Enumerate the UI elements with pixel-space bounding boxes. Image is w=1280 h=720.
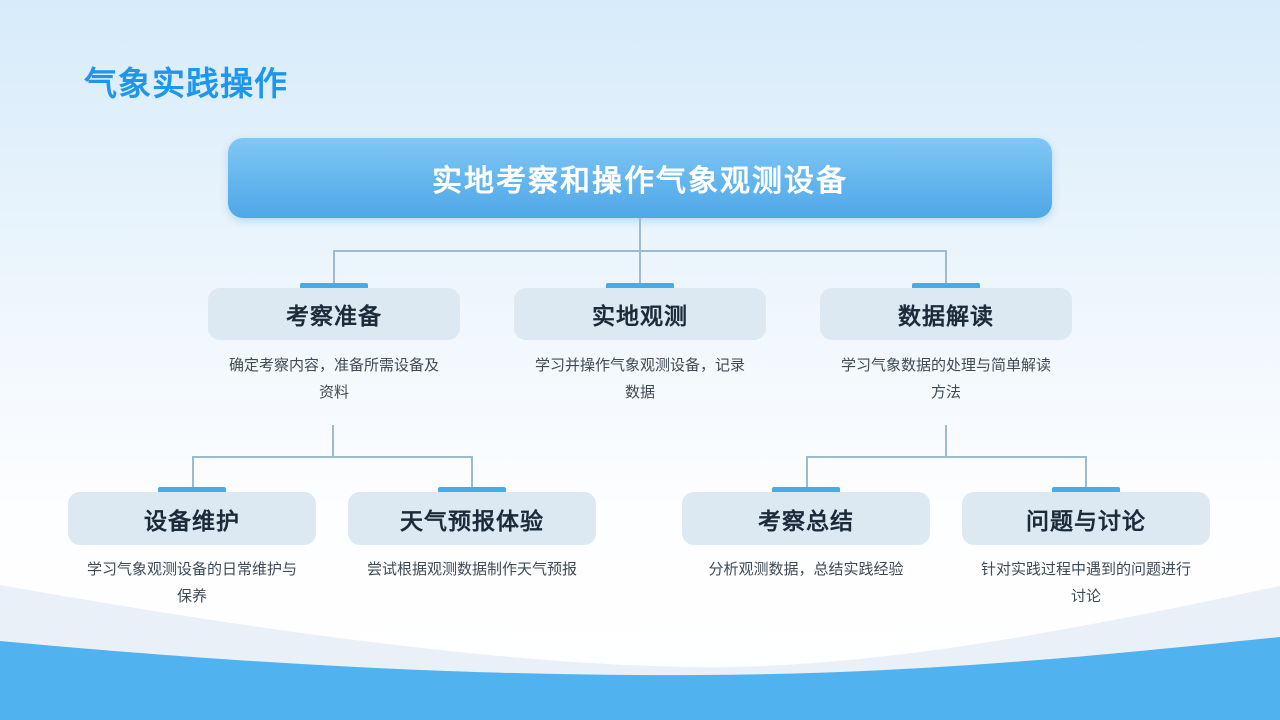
root-node-label: 实地考察和操作气象观测设备	[432, 165, 848, 198]
node-desc-questions-discussion: 针对实践过程中遇到的问题进行讨论	[980, 561, 1191, 605]
connector-survey-prep-stem	[332, 425, 334, 457]
connector-data-interpretation-stem	[945, 425, 947, 457]
connector-drop-weather-forecast	[471, 456, 473, 488]
node-desc-weather-forecast: 尝试根据观测数据制作天气预报	[366, 561, 577, 578]
node-equipment-maintenance: 设备维护	[68, 492, 316, 545]
connector-drop-field-observation	[639, 250, 641, 284]
connector-root-stem	[639, 218, 641, 251]
node-desc-equipment-maintenance: 学习气象观测设备的日常维护与保养	[86, 561, 297, 605]
node-survey-summary: 考察总结	[682, 492, 930, 545]
connector-drop-survey-summary	[806, 456, 808, 488]
node-field-observation: 实地观测	[514, 288, 766, 340]
node-questions-discussion: 问题与讨论	[962, 492, 1210, 545]
connector-right-rail	[806, 456, 1087, 458]
node-desc-field-observation: 学习并操作气象观测设备，记录数据	[534, 357, 745, 401]
bottom-wave-decoration	[0, 585, 1280, 720]
root-node: 实地考察和操作气象观测设备	[228, 138, 1052, 218]
node-desc-survey-prep: 确定考察内容，准备所需设备及资料	[228, 357, 439, 401]
connector-left-rail	[192, 456, 473, 458]
node-desc-data-interpretation: 学习气象数据的处理与简单解读方法	[840, 357, 1051, 401]
page-title: 气象实践操作	[84, 65, 288, 102]
connector-drop-data-interpretation	[945, 250, 947, 284]
node-desc-survey-summary: 分析观测数据，总结实践经验	[708, 561, 904, 578]
connector-drop-survey-prep	[333, 250, 335, 284]
connector-drop-questions-discussion	[1085, 456, 1087, 488]
node-weather-forecast-experience: 天气预报体验	[348, 492, 596, 545]
node-data-interpretation: 数据解读	[820, 288, 1072, 340]
connector-drop-equipment-maintenance	[192, 456, 194, 488]
node-survey-prep: 考察准备	[208, 288, 460, 340]
